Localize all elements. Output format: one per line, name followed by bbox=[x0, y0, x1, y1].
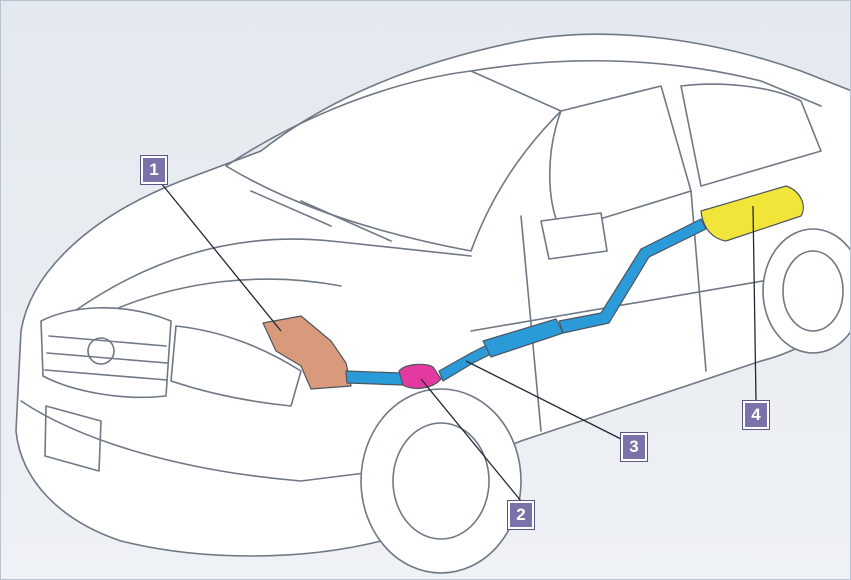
front-wheel bbox=[361, 389, 521, 573]
grille bbox=[41, 308, 171, 397]
callout-3: 3 bbox=[621, 433, 647, 461]
front-pipe bbox=[346, 371, 403, 385]
side-mirror bbox=[541, 213, 607, 259]
callout-1: 1 bbox=[141, 156, 167, 184]
callout-4: 4 bbox=[743, 401, 769, 429]
callout-2: 2 bbox=[508, 501, 534, 529]
